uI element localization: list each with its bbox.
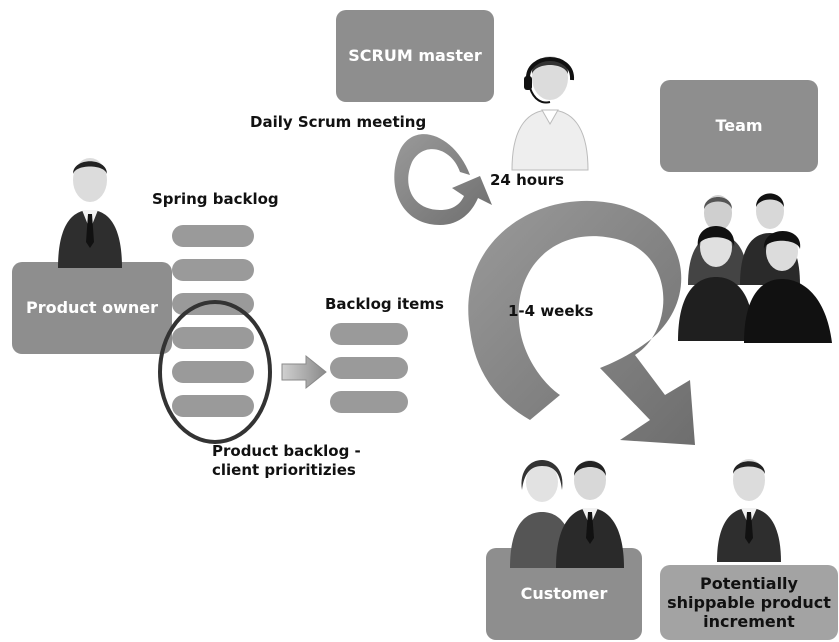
daily-scrum-meeting-label: Daily Scrum meeting [250, 113, 427, 131]
sprint-backlog-item [172, 361, 254, 383]
product-owner-box: Product owner [12, 262, 172, 354]
sprint-backlog-item [172, 327, 254, 349]
customer-couple-icon [510, 460, 624, 568]
businessman-icon [58, 158, 122, 268]
team-box: Team [660, 80, 818, 172]
product-backlog-line-2: client prioritizies [212, 460, 356, 479]
backlog-items-label: Backlog items [325, 295, 444, 313]
increment-box: Potentially shippable product increment [660, 565, 838, 640]
increment-label: Potentially shippable product increment [667, 573, 831, 632]
businessman-icon [717, 459, 781, 562]
sprint-backlog-item [172, 225, 254, 247]
sprint-backlog-item [172, 395, 254, 417]
hours-label: 24 hours [490, 171, 565, 189]
customer-label: Customer [520, 584, 608, 604]
scrum-master-label: SCRUM master [348, 46, 482, 66]
scrum-master-box: SCRUM master [336, 10, 494, 102]
backlog-item [330, 323, 408, 345]
sprint-backlog-item [172, 293, 254, 315]
team-group-icon [678, 193, 832, 343]
product-backlog-label: Product backlog - client prioritizies [212, 442, 361, 480]
daily-loop-arrow [394, 134, 492, 225]
sprint-loop-arrow [468, 200, 695, 445]
team-label: Team [715, 116, 763, 136]
sprint-backlog-item [172, 259, 254, 281]
support-agent-icon [511, 56, 589, 171]
product-backlog-line-1: Product backlog - [212, 442, 361, 460]
sprint-backlog-label: Spring backlog [152, 190, 279, 208]
weeks-label: 1-4 weeks [508, 302, 594, 320]
backlog-item [330, 391, 408, 413]
arrow-right-icon [281, 354, 327, 390]
product-owner-label: Product owner [25, 298, 159, 318]
backlog-item [330, 357, 408, 379]
